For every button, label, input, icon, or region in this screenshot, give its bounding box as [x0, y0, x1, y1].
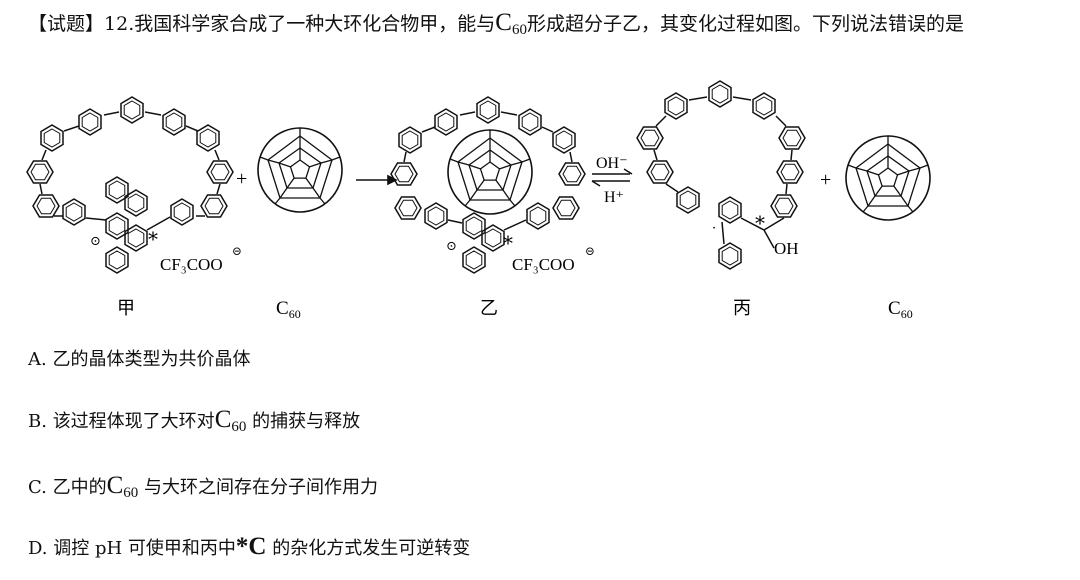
arrow-forward [356, 174, 398, 186]
question-tag: 【试题】 [28, 13, 105, 35]
cation-mark-yi: ⊙ [446, 239, 457, 254]
c60-ball-2 [845, 135, 931, 221]
macrocycle-jia [26, 96, 234, 274]
option-c[interactable]: C. 乙中的C60 与大环之间存在分子间作用力 [28, 472, 378, 502]
option-d-text-after: 的杂化方式发生可逆转变 [272, 538, 471, 559]
star-jia: * [148, 227, 158, 251]
radical-dot-bing: · [712, 221, 716, 236]
label-c60-1: C60 [276, 298, 301, 321]
option-d-star-c: *C [235, 533, 267, 560]
option-d-text-before: 调控 pH 可使甲和丙中 [53, 538, 236, 559]
option-a-text: 乙的晶体类型为共价晶体 [52, 349, 251, 370]
option-c-letter: C. [28, 477, 47, 498]
stem-text-before: 我国科学家合成了一种大环化合物甲，能与 [134, 13, 496, 35]
reaction-scheme-svg: ⊙ * CF₃COO ⊝ + ⊙ * CF₃COO ⊝ [26, 80, 931, 321]
option-b-letter: B. [28, 411, 47, 432]
c60-ball-inside [447, 129, 533, 215]
anion-mark-jia: ⊝ [232, 244, 242, 258]
counter-ion-jia: CF₃COO [160, 255, 223, 274]
cation-mark-jia: ⊙ [90, 234, 101, 249]
stem-text-after: 形成超分子乙，其变化过程如图。下列说法错误的是 [526, 13, 964, 35]
hydroxyl-bing: OH [774, 239, 799, 258]
option-d-letter: D. [28, 538, 48, 559]
star-yi: * [503, 231, 513, 255]
reagent-h: H⁺ [604, 189, 624, 206]
option-c-c60: C60 [106, 472, 139, 501]
label-bing: 丙 [733, 298, 751, 319]
option-b-c60: C60 [214, 406, 247, 435]
c60-formula: C60 [495, 9, 527, 38]
plus-2: + [820, 169, 831, 191]
star-bing: * [755, 211, 765, 235]
option-c-text-after: 与大环之间存在分子间作用力 [144, 477, 379, 498]
label-jia: 甲 [117, 298, 135, 319]
macrocycle-bing [636, 80, 806, 270]
equilibrium-arrows [591, 168, 633, 187]
macrocycle-yi [390, 96, 586, 274]
reaction-scheme-figure: ⊙ * CF₃COO ⊝ + ⊙ * CF₃COO ⊝ [0, 60, 1080, 330]
anion-mark-yi: ⊝ [585, 244, 595, 258]
label-yi: 乙 [480, 298, 498, 319]
plus-1: + [236, 168, 247, 190]
option-b-text-before: 该过程体现了大环对 [52, 411, 215, 432]
reagent-oh: OH⁻ [596, 155, 628, 172]
label-c60-2: C60 [888, 298, 913, 321]
option-b-text-after: 的捕获与释放 [252, 411, 361, 432]
option-a[interactable]: A. 乙的晶体类型为共价晶体 [28, 345, 250, 371]
option-d[interactable]: D. 调控 pH 可使甲和丙中*C 的杂化方式发生可逆转变 [28, 533, 470, 561]
question-stem: 【试题】12.我国科学家合成了一种大环化合物甲，能与C60形成超分子乙，其变化过… [28, 9, 964, 39]
question-number: 12. [104, 13, 135, 35]
option-c-text-before: 乙中的 [52, 477, 107, 498]
option-a-letter: A. [28, 349, 47, 370]
c60-ball-1 [257, 127, 343, 213]
option-b[interactable]: B. 该过程体现了大环对C60 的捕获与释放 [28, 406, 360, 436]
counter-ion-yi: CF₃COO [512, 255, 575, 274]
